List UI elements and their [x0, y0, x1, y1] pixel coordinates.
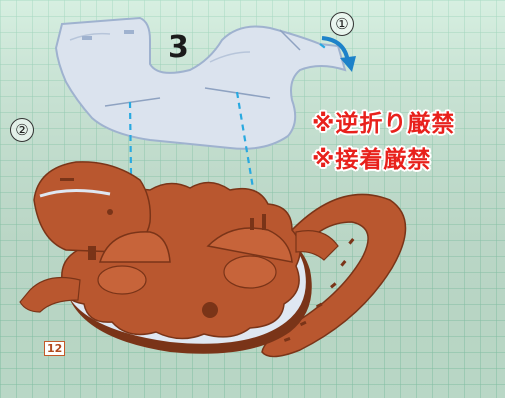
marker-1: ① [330, 12, 354, 36]
marker-2: ② [10, 118, 34, 142]
blue-card-piece [54, 16, 347, 150]
step-number: 3 [168, 30, 189, 65]
warning-no-glue: ※接着厳禁 [312, 147, 432, 173]
brown-lizard-assembly [19, 161, 407, 358]
guide-lines [128, 43, 329, 247]
page-number: 12 [44, 341, 66, 356]
warning-no-reverse-fold: ※逆折り厳禁 [312, 111, 456, 137]
